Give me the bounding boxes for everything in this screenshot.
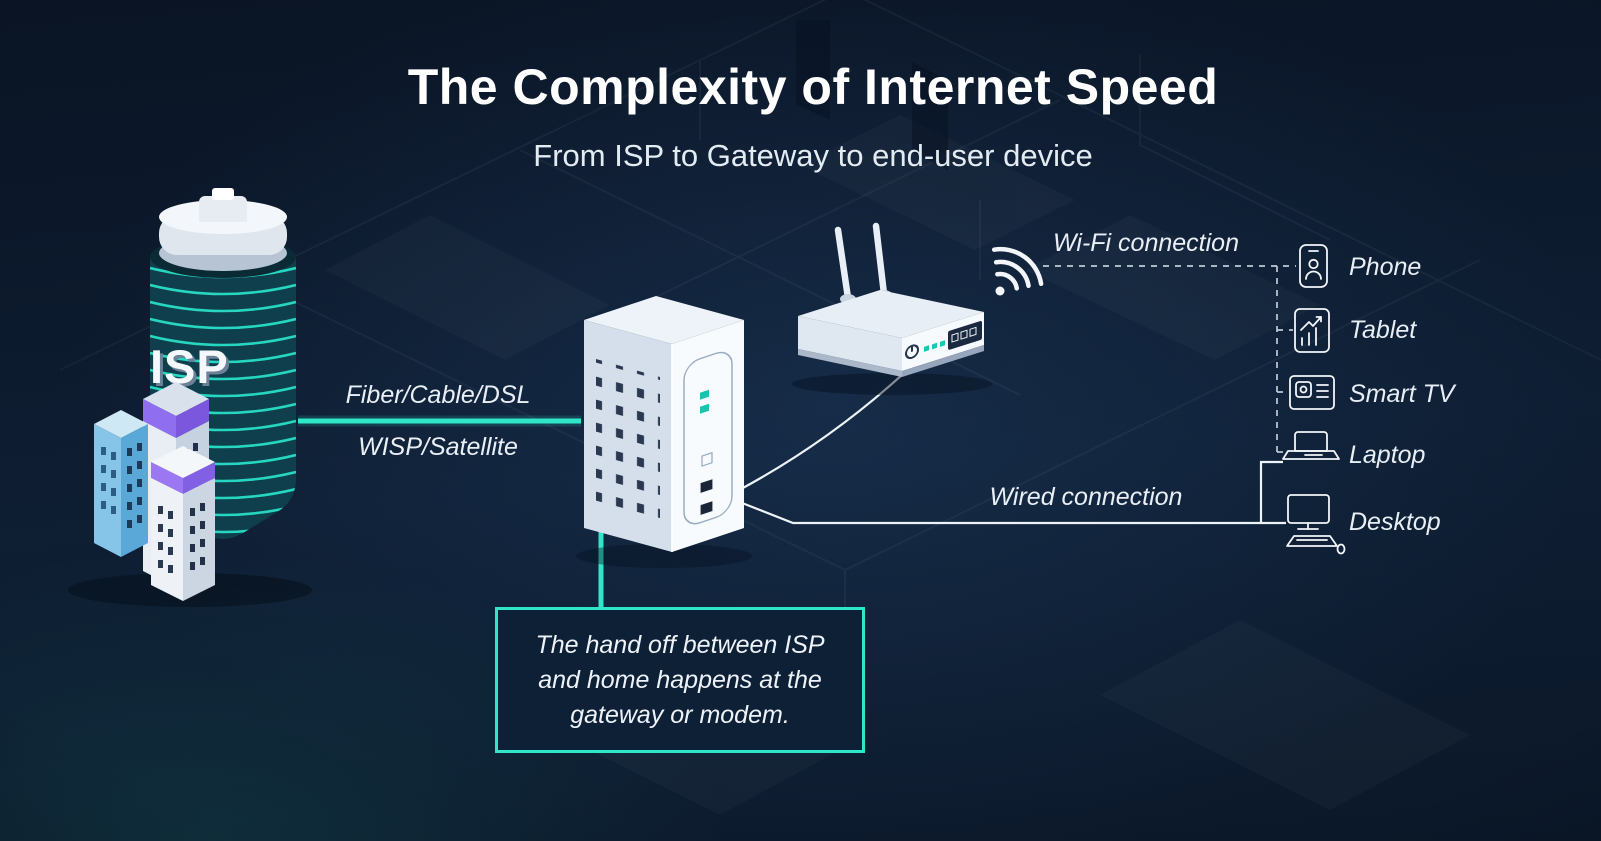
- page-title: The Complexity of Internet Speed: [407, 59, 1219, 115]
- callout-box: The hand off between ISP and home happen…: [495, 607, 865, 753]
- modem-gateway-illustration: [576, 296, 752, 568]
- tablet-icon: [1294, 308, 1330, 353]
- office-building-front: [151, 446, 215, 601]
- wifi-signal-icon: [991, 246, 1044, 296]
- router-front-face: [902, 312, 984, 371]
- link-label-wisp-satellite: WISP/Satellite: [358, 433, 518, 461]
- router-led: [932, 342, 937, 350]
- router-top-face: [798, 290, 984, 338]
- modem-ethernet-port: [699, 477, 714, 495]
- modem-ethernet-port: [699, 499, 714, 517]
- modem-port-panel: [683, 351, 733, 525]
- router-ethernet-port: [951, 332, 959, 343]
- isp-label: ISP: [150, 340, 229, 393]
- router-ethernet-port: [960, 329, 968, 340]
- power-button-icon: [905, 344, 919, 360]
- modem-led: [700, 389, 709, 400]
- isp-shadow-ground: [68, 573, 312, 607]
- router-front-panel: [905, 321, 982, 360]
- device-label-phone: Phone: [1349, 253, 1422, 281]
- router-illustration: [792, 222, 992, 395]
- modem-side-face: [672, 320, 744, 552]
- device-label-smart-tv: Smart TV: [1349, 380, 1455, 408]
- office-building-blue: [94, 410, 148, 557]
- tower-cap: [159, 215, 287, 255]
- modem-to-router-cable: [740, 373, 904, 490]
- isp-tower: ISP ISP: [150, 188, 296, 539]
- router-left-face: [798, 316, 902, 371]
- wifi-connection-label: Wi-Fi connection: [1053, 229, 1239, 257]
- router-antenna: [834, 226, 852, 302]
- isp-label-shadow: ISP: [153, 343, 232, 396]
- link-label-fiber-cable-dsl: Fiber/Cable/DSL: [345, 381, 531, 409]
- router-antenna: [872, 222, 888, 298]
- wired-connection-label: Wired connection: [989, 483, 1183, 511]
- page-subtitle: From ISP to Gateway to end-user device: [533, 138, 1093, 173]
- modem-button: [701, 451, 713, 467]
- phone-icon: [1299, 244, 1328, 288]
- device-label-tablet: Tablet: [1349, 316, 1417, 344]
- modem-top-face: [584, 296, 744, 344]
- device-label-desktop: Desktop: [1349, 508, 1441, 536]
- smart-tv-icon: [1289, 375, 1335, 410]
- router-port-block: [948, 321, 982, 350]
- device-label-laptop: Laptop: [1349, 441, 1426, 469]
- callout-text: The hand off between ISP and home happen…: [535, 630, 825, 729]
- modem-front-face: [584, 320, 672, 552]
- router-led: [940, 340, 945, 347]
- desktop-icon: [1286, 494, 1346, 555]
- office-building-rear: [143, 382, 209, 588]
- isp-building-illustration: ISP ISP: [68, 188, 312, 607]
- wifi-dashed-lines: [1043, 265, 1296, 453]
- router-ethernet-port: [969, 326, 977, 337]
- laptop-icon: [1282, 431, 1340, 460]
- modem-led: [700, 403, 709, 414]
- modem-vent-grid: [596, 359, 660, 521]
- router-led: [924, 345, 929, 352]
